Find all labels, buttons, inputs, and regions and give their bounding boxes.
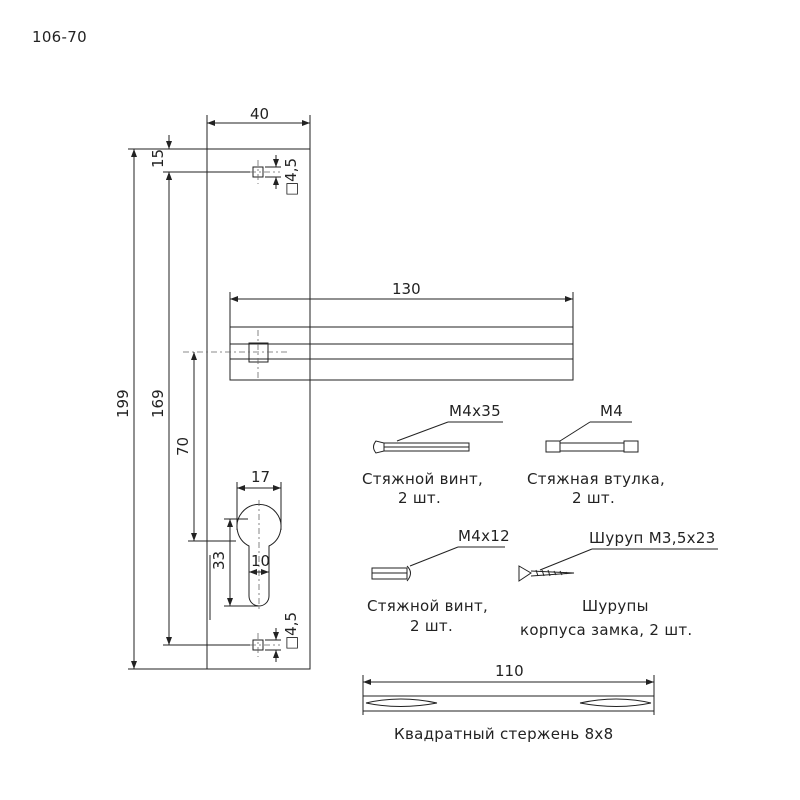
dim-square-hole-bottom: □4,5 <box>265 612 300 662</box>
dim-cylinder-height: 33 <box>210 518 259 607</box>
svg-text:M4x12: M4x12 <box>458 527 510 545</box>
svg-text:33: 33 <box>210 551 228 570</box>
svg-text:2 шт.: 2 шт. <box>410 617 453 635</box>
svg-text:M4x35: M4x35 <box>449 402 501 420</box>
screw-long: M4x35 Стяжной винт, 2 шт. <box>362 402 503 507</box>
svg-text:Шуруп М3,5х23: Шуруп М3,5х23 <box>589 529 716 547</box>
lever <box>183 326 574 381</box>
lever-square-socket <box>248 342 269 363</box>
dim-plate-width: 40 <box>206 105 311 149</box>
svg-text:15: 15 <box>149 149 167 168</box>
svg-text:110: 110 <box>495 662 524 680</box>
dim-lever-length: 130 <box>229 280 574 327</box>
square-rod: 110 Квадратный стержень 8х8 <box>362 662 655 743</box>
svg-text:2 шт.: 2 шт. <box>572 489 615 507</box>
svg-text:2 шт.: 2 шт. <box>398 489 441 507</box>
svg-text:70: 70 <box>174 437 192 456</box>
svg-text:17: 17 <box>251 468 270 486</box>
wood-screw: Шуруп М3,5х23 Шурупы корпуса замка, 2 шт… <box>518 529 718 639</box>
svg-text:Квадратный стержень 8х8: Квадратный стержень 8х8 <box>394 725 613 743</box>
dim-cylinder-circle: 10 <box>249 552 270 575</box>
svg-text:130: 130 <box>392 280 421 298</box>
svg-text:Стяжной винт,: Стяжной винт, <box>367 597 488 615</box>
svg-text:169: 169 <box>149 389 167 418</box>
screw-short: M4x12 Стяжной винт, 2 шт. <box>367 527 510 635</box>
back-plate <box>206 148 311 670</box>
svg-text:M4: M4 <box>600 402 623 420</box>
svg-text:□4,5: □4,5 <box>282 612 300 650</box>
svg-text:199: 199 <box>114 389 132 418</box>
svg-text:10: 10 <box>251 552 270 570</box>
dim-cylinder-width: 17 <box>236 468 282 530</box>
svg-text:Шурупы: Шурупы <box>582 597 649 615</box>
dim-total-height: 199 <box>114 148 207 670</box>
svg-text:40: 40 <box>250 105 269 123</box>
bushing: M4 Стяжная втулка, 2 шт. <box>527 402 665 507</box>
svg-text:□4,5: □4,5 <box>282 158 300 196</box>
svg-text:Стяжной винт,: Стяжной винт, <box>362 470 483 488</box>
dim-axis-distance: 70 <box>174 352 236 542</box>
model-label: 106-70 <box>32 28 87 46</box>
dim-top-offset: 15 <box>149 135 172 186</box>
dim-square-hole-top: □4,5 <box>265 155 300 196</box>
svg-text:корпуса замка, 2 шт.: корпуса замка, 2 шт. <box>520 621 692 639</box>
svg-text:Стяжная втулка,: Стяжная втулка, <box>527 470 665 488</box>
dim-hole-distance: 169 <box>149 171 250 646</box>
